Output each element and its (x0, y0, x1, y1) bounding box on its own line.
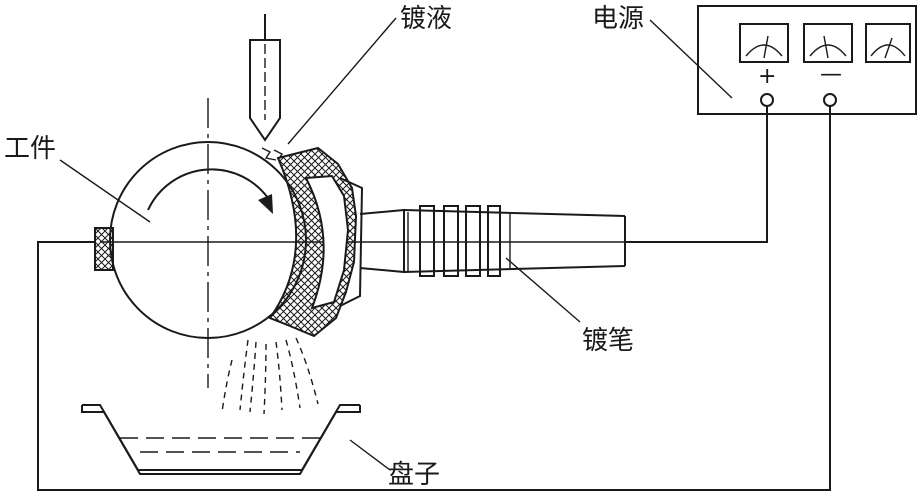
workpiece (94, 98, 307, 388)
nozzle (249, 14, 284, 161)
positive-terminal (760, 93, 774, 107)
ammeter-2 (803, 23, 853, 63)
negative-sign: — (820, 62, 842, 87)
tray (81, 404, 361, 475)
rotation-arrow-head (258, 194, 273, 214)
pen-fin-1 (419, 205, 435, 277)
pen-head (268, 146, 364, 338)
leader-power-supply (649, 19, 733, 99)
positive-wire (625, 106, 768, 243)
power-supply-box (697, 5, 917, 115)
leader-plating-solution (287, 17, 397, 145)
rotation-arrow (147, 168, 269, 211)
leader-tray (349, 439, 391, 471)
leader-lines (59, 17, 733, 471)
plating-pen (359, 205, 626, 277)
label-plating-pen: 镀笔 (582, 326, 635, 356)
label-workpiece: 工件 (4, 134, 57, 164)
leader-workpiece (59, 159, 151, 223)
negative-wire (37, 106, 831, 491)
ammeter-3 (865, 23, 911, 63)
label-tray: 盘子 (388, 460, 441, 490)
pen-fin-3 (465, 205, 481, 277)
workpiece-shaft (94, 227, 114, 271)
negative-terminal (823, 93, 837, 107)
pen-fin-4 (487, 205, 501, 277)
label-power-supply: 电源 (592, 4, 645, 34)
positive-sign: + (758, 64, 777, 89)
pen-fin-2 (443, 205, 459, 277)
ammeter-1 (739, 23, 789, 63)
wires (37, 106, 831, 491)
label-plating-solution: 镀液 (400, 4, 453, 34)
drip-streams (221, 337, 319, 415)
leader-plating-pen (505, 257, 581, 323)
